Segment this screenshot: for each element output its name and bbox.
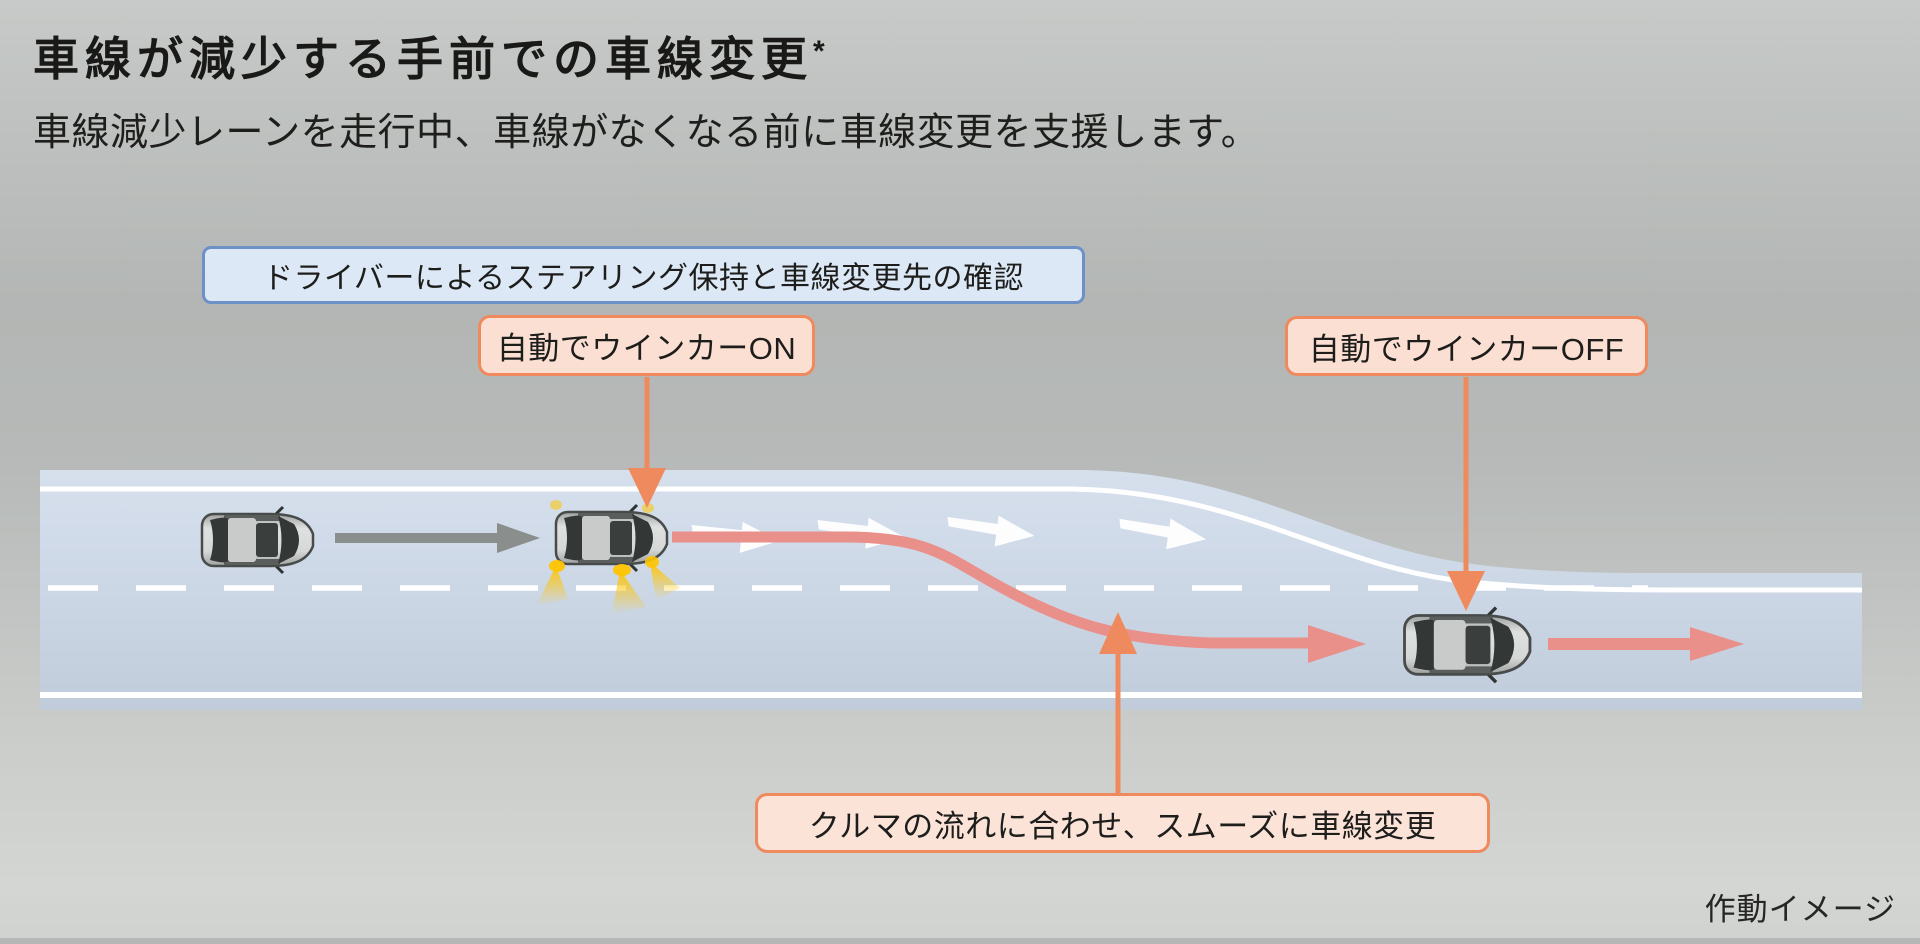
callout-blinker-on-label: 自動でウインカーON <box>496 331 797 366</box>
callout-blinker-off: 自動でウインカーOFF <box>1285 316 1648 376</box>
title-footnote-mark: * <box>813 35 825 68</box>
smooth-change-callout-arrow <box>1099 612 1137 793</box>
exit-arrow-icon <box>1548 627 1744 661</box>
travel-arrow-icon <box>335 523 540 553</box>
page-title: 車線が減少する手前での車線変更* <box>33 34 825 85</box>
bottom-edge-divider <box>0 938 1920 944</box>
callout-blinker-off-label: 自動でウインカーOFF <box>1308 331 1625 367</box>
image-caption: 作動イメージ <box>1704 892 1896 927</box>
blinker-glow <box>536 500 680 614</box>
lane-change-path-arrowhead-icon <box>1308 625 1366 663</box>
lane-change-path <box>672 531 1310 649</box>
blinker-on-callout-arrow <box>628 377 666 508</box>
page-subtitle: 車線減少レーンを走行中、車線がなくなる前に車線変更を支援します。 <box>33 112 1260 154</box>
callout-smooth-lane-change-label: クルマの流れに合わせ、スムーズに車線変更 <box>808 808 1437 844</box>
car-icon-approaching <box>200 505 315 575</box>
page-title-text: 車線が減少する手前での車線変更 <box>33 33 813 85</box>
callout-blinker-on: 自動でウインカーON <box>478 315 815 376</box>
car-icon-merged <box>1402 605 1532 684</box>
callout-driver-confirmation: ドライバーによるステアリング保持と車線変更先の確認 <box>202 246 1085 304</box>
lane-line-top <box>40 486 1862 593</box>
callout-smooth-lane-change: クルマの流れに合わせ、スムーズに車線変更 <box>755 793 1490 853</box>
callout-driver-confirmation-label: ドライバーによるステアリング保持と車線変更先の確認 <box>263 262 1024 295</box>
blinker-off-callout-arrow <box>1447 377 1485 611</box>
